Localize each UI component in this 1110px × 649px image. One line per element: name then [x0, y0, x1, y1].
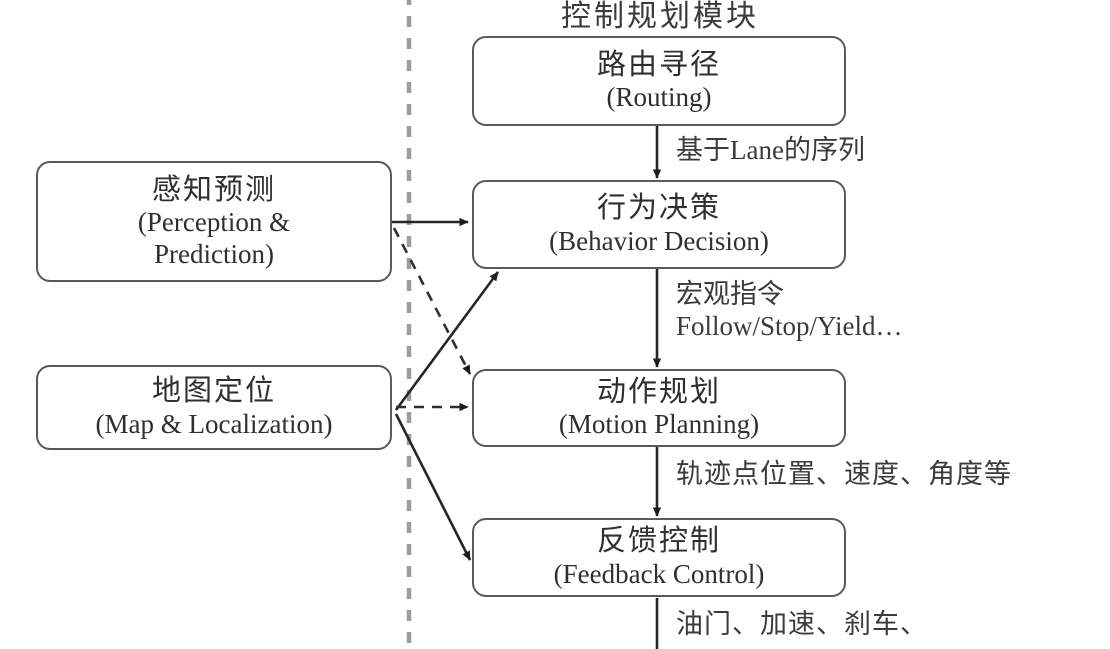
node-perception-prediction[interactable]: 感知预测 (Perception & Prediction)	[36, 161, 392, 282]
node-routing[interactable]: 路由寻径 (Routing)	[472, 36, 846, 126]
node-motion-label-en: (Motion Planning)	[558, 409, 760, 440]
edge-label-feedback-output: 油门、加速、刹车、	[676, 609, 928, 639]
node-feedback-control[interactable]: 反馈控制 (Feedback Control)	[472, 518, 846, 597]
edge-perception-to-motion-dashed	[392, 227, 472, 375]
node-map-label-en: (Map & Localization)	[95, 408, 333, 439]
edge-map-to-feedback	[394, 413, 472, 561]
node-motion-label-cn: 动作规划	[596, 375, 721, 408]
diagram-title: 控制规划模块	[561, 0, 759, 33]
edge-label-behavior-to-motion-line2: Follow/Stop/Yield…	[676, 311, 903, 342]
edge-label-motion-to-feedback: 轨迹点位置、速度、角度等	[676, 459, 1012, 489]
node-feedback-label-cn: 反馈控制	[596, 525, 721, 558]
node-routing-label-en: (Routing)	[606, 82, 712, 113]
node-perception-label-en-line2: Prediction)	[154, 238, 274, 269]
edge-label-behavior-to-motion-line1: 宏观指令	[676, 279, 784, 309]
node-routing-label-cn: 路由寻径	[596, 48, 721, 81]
node-behavior-label-cn: 行为决策	[596, 192, 721, 225]
node-map-label-cn: 地图定位	[151, 375, 276, 408]
node-map-localization[interactable]: 地图定位 (Map & Localization)	[36, 365, 392, 450]
node-perception-label-cn: 感知预测	[151, 173, 276, 206]
node-motion-planning[interactable]: 动作规划 (Motion Planning)	[472, 369, 846, 447]
edge-map-to-behavior	[394, 271, 500, 411]
node-behavior-decision[interactable]: 行为决策 (Behavior Decision)	[472, 180, 846, 269]
edge-label-behavior-to-motion: 宏观指令 Follow/Stop/Yield…	[676, 278, 903, 343]
edge-label-routing-to-behavior: 基于Lane的序列	[676, 135, 865, 165]
node-behavior-label-en: (Behavior Decision)	[549, 225, 769, 256]
node-perception-label-en-line1: (Perception &	[137, 206, 291, 237]
node-feedback-label-en: (Feedback Control)	[553, 558, 765, 589]
